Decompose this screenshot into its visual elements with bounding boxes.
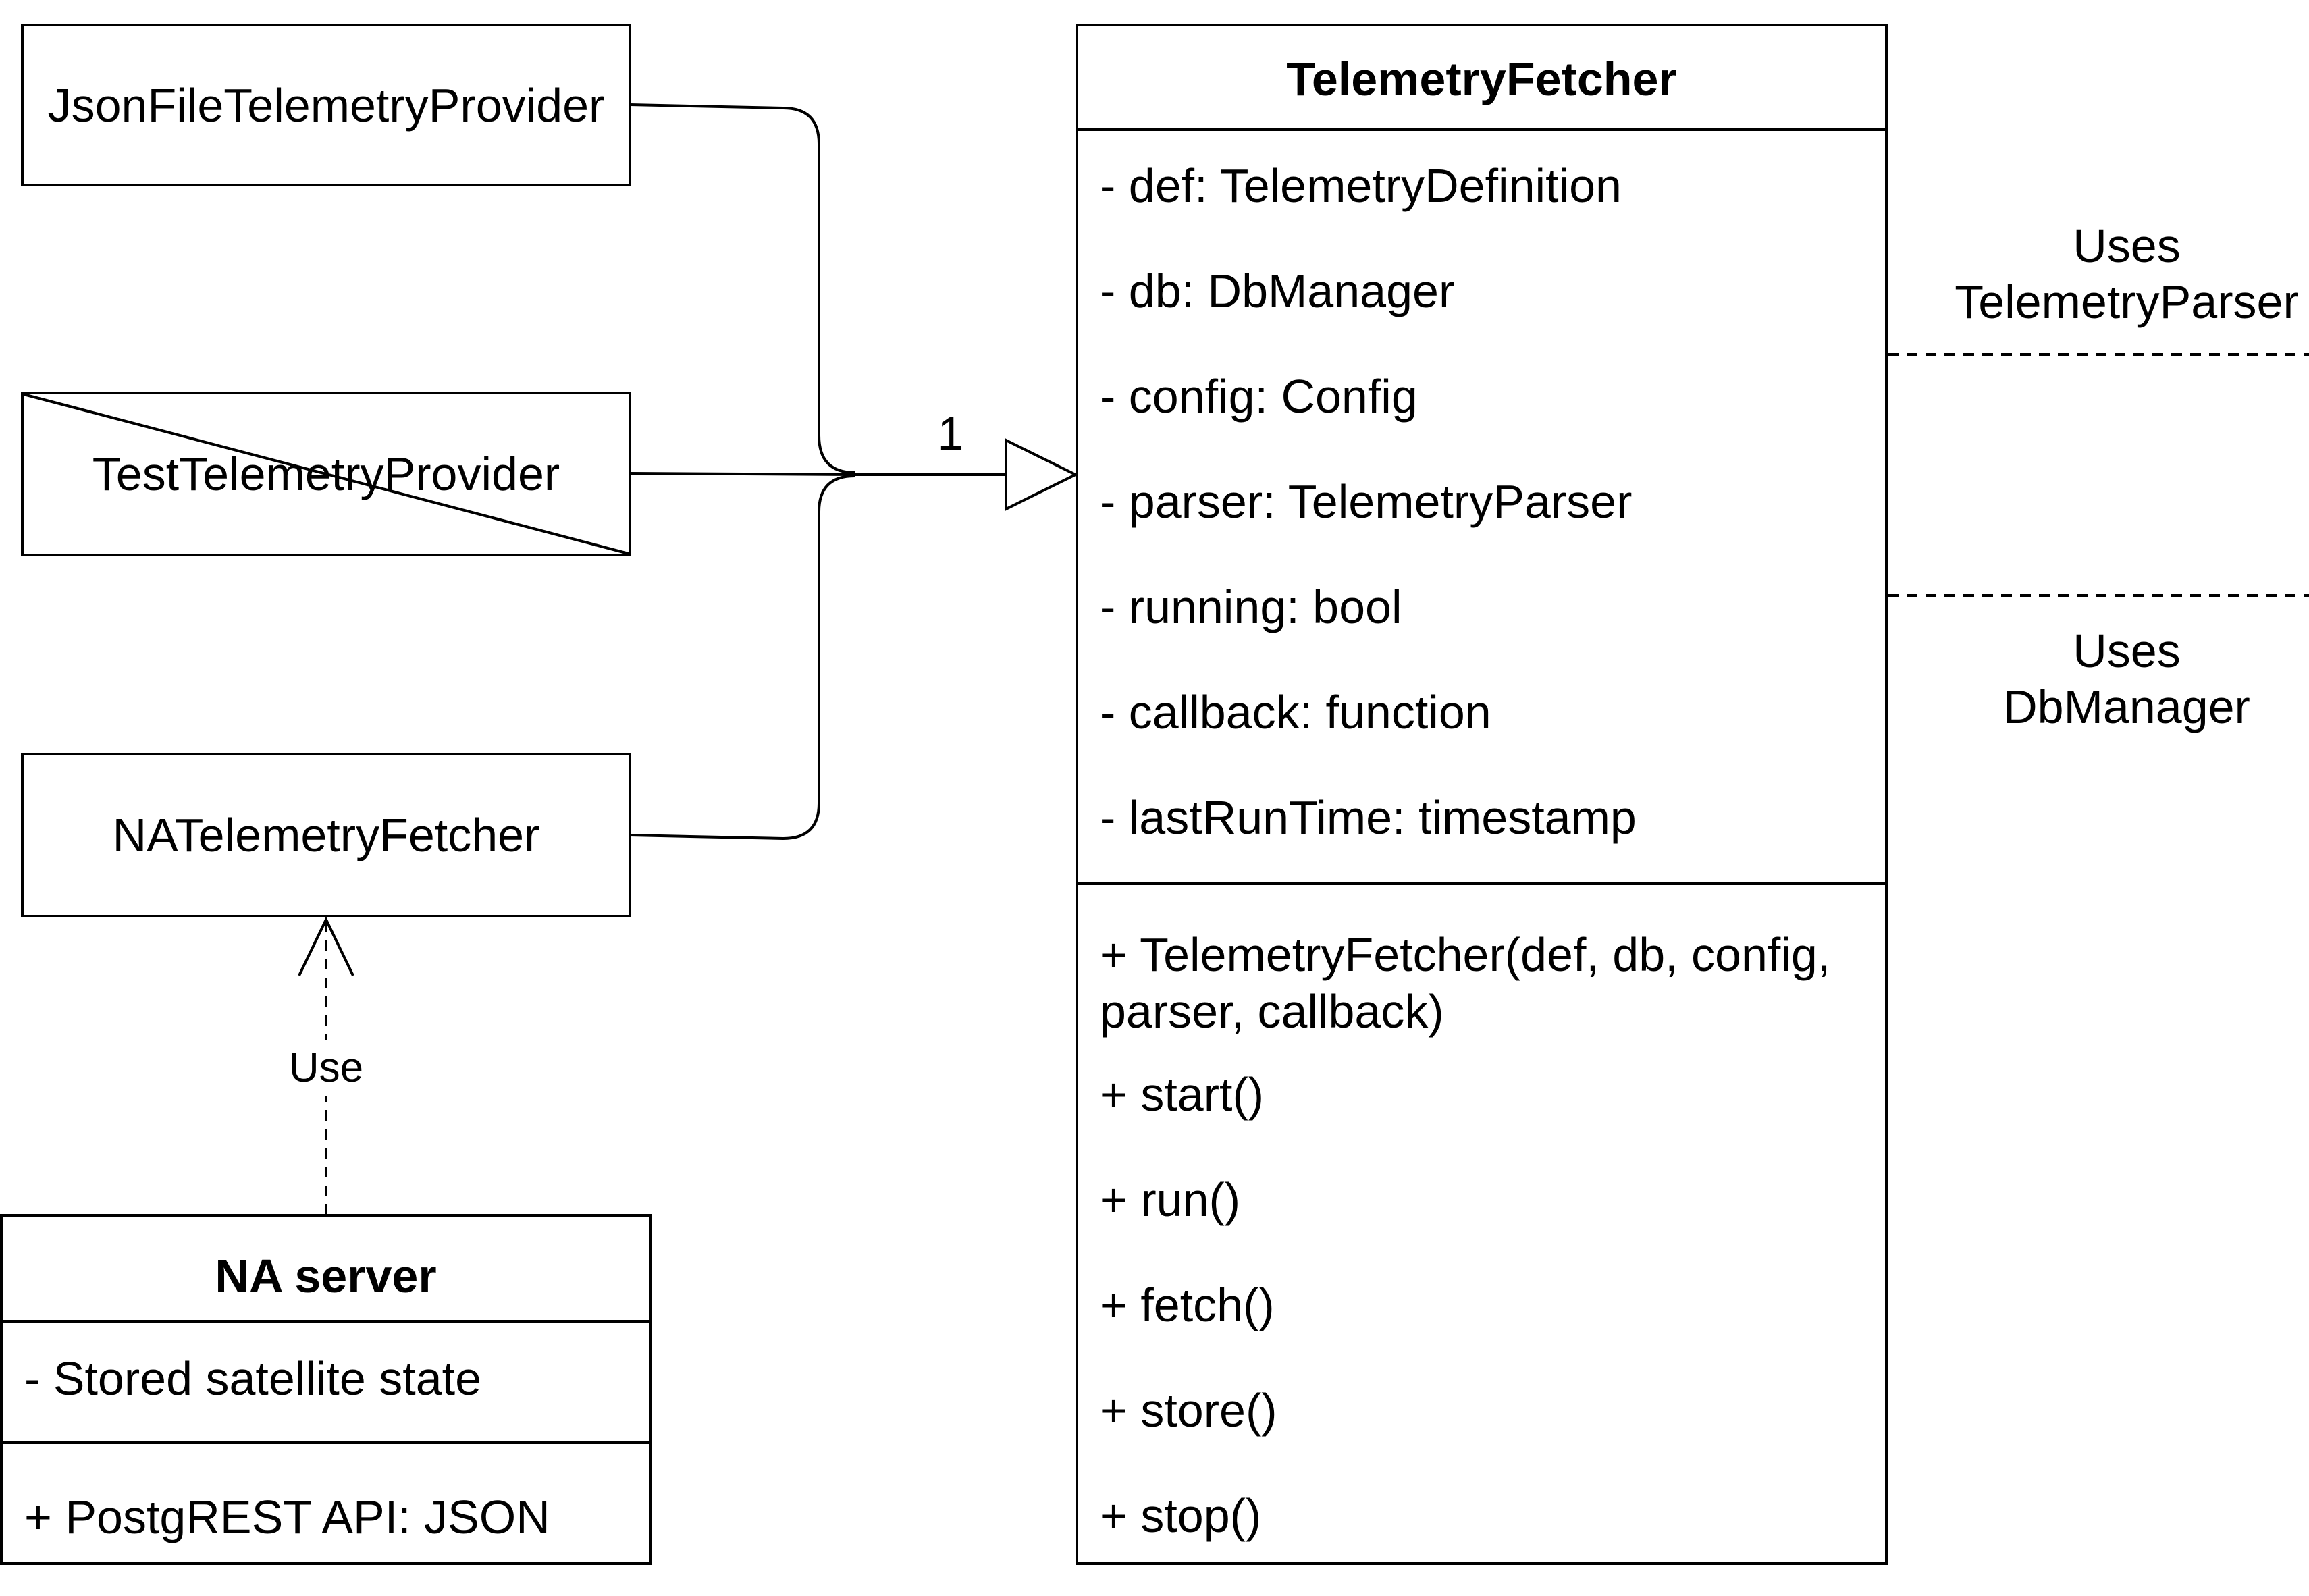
uses-parser-label-line2: TelemetryParser <box>1955 275 2299 328</box>
json-file-telemetry-provider-box[interactable]: JsonFileTelemetryProvider <box>21 24 631 186</box>
edge-test-to-fetcher <box>629 472 855 476</box>
multiplicity-label: 1 <box>937 407 964 460</box>
fetcher-method: + stop() <box>1100 1489 1262 1542</box>
edge-nafetcher-to-fetcher <box>629 475 855 841</box>
telemetry-fetcher-title: TelemetryFetcher <box>1286 53 1677 105</box>
generalization-arrowhead <box>1005 437 1079 512</box>
telemetry-fetcher-header-separator <box>1078 128 1885 131</box>
test-telemetry-provider-box[interactable]: TestTelemetryProvider <box>21 392 631 556</box>
na-server-method: + PostgREST API: JSON <box>24 1491 550 1543</box>
test-telemetry-provider-label: TestTelemetryProvider <box>92 448 560 500</box>
na-server-attribute: - Stored satellite state <box>24 1352 481 1405</box>
fetcher-method: + store() <box>1100 1384 1277 1437</box>
cross-out-line <box>24 394 629 554</box>
fetcher-method: + run() <box>1100 1173 1241 1226</box>
uses-parser-label-line1: Uses <box>2073 219 2181 272</box>
fetcher-attribute: - db: DbManager <box>1100 265 1455 317</box>
na-server-title: NA server <box>215 1250 437 1302</box>
uses-db-label-line1: Uses <box>2073 624 2181 677</box>
use-arrowhead <box>298 916 354 976</box>
fetcher-method: + TelemetryFetcher(def, db, config, pars… <box>1100 928 1831 1038</box>
na-server-section-separator <box>3 1441 649 1444</box>
fetcher-method: + start() <box>1100 1068 1265 1121</box>
edge-jsonfile-to-fetcher <box>629 103 855 474</box>
use-label: Use <box>259 1040 394 1096</box>
fetcher-attribute: - callback: function <box>1100 686 1491 739</box>
na-telemetry-fetcher-box[interactable]: NATelemetryFetcher <box>21 753 631 917</box>
telemetry-fetcher-class-box[interactable]: TelemetryFetcher - def: TelemetryDefinit… <box>1076 24 1888 1565</box>
uses-db-label-line2: DbManager <box>2003 681 2250 733</box>
json-file-telemetry-provider-label: JsonFileTelemetryProvider <box>47 78 605 132</box>
fetcher-attribute: - config: Config <box>1100 370 1418 423</box>
fetcher-attribute: - parser: TelemetryParser <box>1100 475 1633 528</box>
fetcher-attribute: - def: TelemetryDefinition <box>1100 159 1622 212</box>
fetcher-attribute: - lastRunTime: timestamp <box>1100 791 1637 844</box>
telemetry-fetcher-section-separator <box>1078 882 1885 885</box>
fetcher-attribute: - running: bool <box>1100 581 1402 633</box>
na-telemetry-fetcher-label: NATelemetryFetcher <box>112 809 540 861</box>
na-server-header-separator <box>3 1320 649 1323</box>
na-server-class-box[interactable]: NA server - Stored satellite state + Pos… <box>0 1214 652 1565</box>
fetcher-method: + fetch() <box>1100 1279 1275 1331</box>
